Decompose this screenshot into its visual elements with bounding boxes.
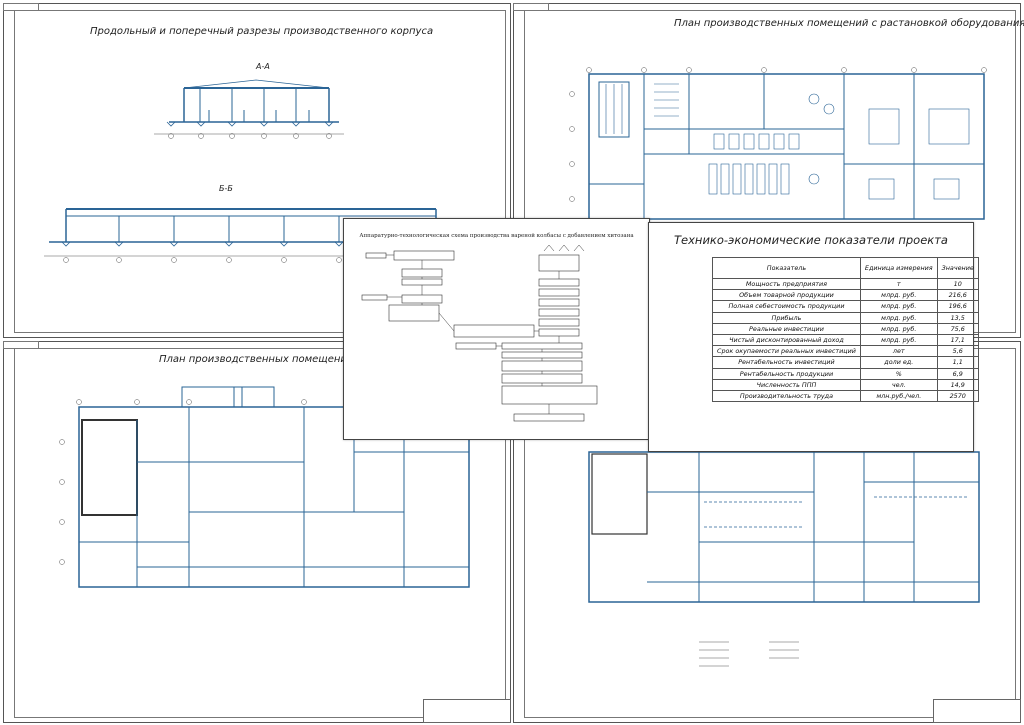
row-value: 216,6	[936, 289, 979, 302]
sections-title: Продольный и поперечный разрезы производ…	[90, 26, 434, 37]
sheet-frame	[14, 348, 506, 718]
row-name: Прибыль	[712, 311, 861, 324]
header-value: Значение	[936, 257, 979, 279]
tep-header-row: Показатель Единица измерения Значение	[712, 257, 979, 279]
row-name: Мощность предприятия	[712, 277, 861, 291]
row-value: 10	[936, 277, 979, 291]
row-name: Чистый дисконтированный доход	[712, 333, 861, 347]
row-name: Рентабельность продукции	[712, 367, 861, 380]
row-name: Рентабельность инвестиций	[712, 356, 861, 369]
row-value: 14,9	[936, 378, 979, 391]
row-unit: млрд. руб.	[859, 300, 938, 313]
title-block	[933, 699, 1021, 723]
header-unit: Единица измерения	[859, 257, 938, 279]
sheet-stamp	[513, 3, 549, 11]
layout-drawing	[59, 386, 472, 588]
row-unit: млн.руб./чел.	[859, 389, 938, 403]
row-unit: млрд. руб.	[859, 333, 938, 347]
row-name: Срок окупаемости реальных инвестиций	[712, 345, 861, 358]
section-aa-label: А-А	[256, 62, 270, 71]
row-name: Производительность труда	[712, 389, 861, 403]
row-name: Полная себестоимость продукции	[712, 300, 861, 313]
row-value: 17,1	[936, 333, 979, 347]
row-name: Реальные инвестиции	[712, 322, 861, 335]
row-unit: т	[859, 277, 938, 291]
tep-panel: Технико-экономические показатели проекта…	[648, 222, 979, 452]
row-value: 6,9	[936, 367, 979, 380]
row-name: Численность ППП	[712, 378, 861, 391]
row-value: 13,5	[936, 311, 979, 324]
process-scheme-diagram	[361, 244, 598, 422]
row-unit: млрд. руб.	[859, 311, 938, 324]
row-value: 196,6	[936, 300, 979, 313]
row-value: 2570	[936, 389, 979, 403]
sheet-stamp	[3, 3, 39, 11]
section-bb-label: Б-Б	[219, 184, 233, 193]
row-unit: лет	[859, 345, 938, 358]
row-name: Объем товарной продукции	[712, 289, 861, 302]
equipment-layout-drawing	[569, 67, 987, 220]
sheet-stamp	[3, 341, 39, 349]
equipment-layout-title: План производственных помещений с растан…	[674, 18, 1024, 29]
title-block	[423, 699, 511, 723]
scheme-title: Аппаратурно-технологическая схема произв…	[359, 233, 634, 239]
row-unit: %	[859, 367, 938, 380]
layout-2-drawing	[588, 451, 980, 667]
layout-title: План производственных помещений	[159, 354, 354, 365]
process-scheme-panel: Аппаратурно-технологическая схема произв…	[343, 218, 650, 440]
tep-table: Показатель Единица измерения Значение Мо…	[712, 257, 979, 403]
row-unit: чел.	[859, 378, 938, 391]
sheet-frame	[14, 10, 506, 333]
table-row: Рентабельность продукции%6,9	[712, 367, 979, 380]
row-unit: млрд. руб.	[859, 322, 938, 335]
tep-title: Технико-экономические показатели проекта	[674, 233, 948, 247]
row-value: 1,1	[936, 356, 979, 369]
row-unit: млрд. руб.	[859, 289, 938, 302]
header-indicator: Показатель	[712, 257, 861, 279]
row-unit: доли ед.	[859, 356, 938, 369]
row-value: 5,6	[936, 345, 979, 358]
row-value: 75,6	[936, 322, 979, 335]
